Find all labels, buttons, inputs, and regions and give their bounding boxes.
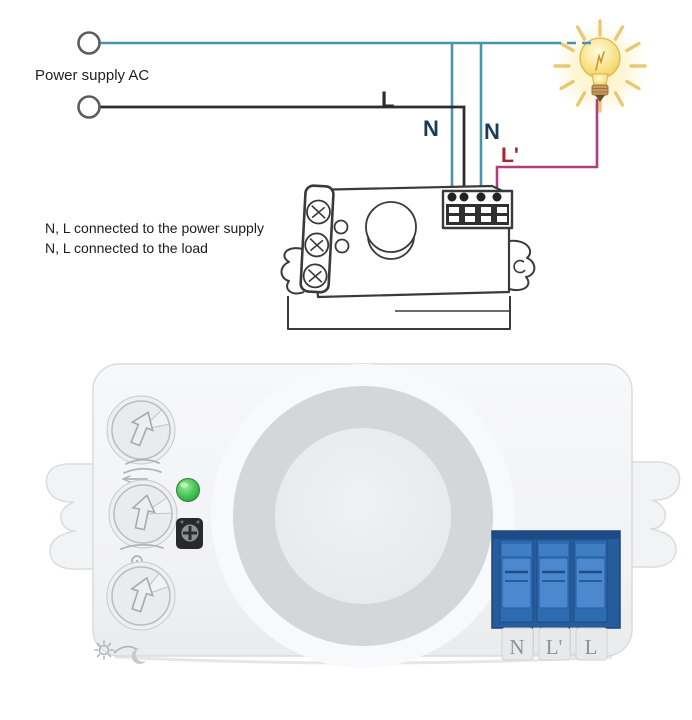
terminal-label-n: N bbox=[509, 635, 524, 659]
terminal-lever-3 bbox=[573, 539, 608, 623]
mounting-ear-right-drawing bbox=[508, 239, 536, 291]
adjustment-dial-3 bbox=[106, 561, 176, 631]
wiring-diagram: Power supply AC L N N L' N, L connected … bbox=[35, 16, 652, 330]
note-line-1: N, L connected to the power supply bbox=[45, 220, 264, 236]
mounting-ear-left bbox=[45, 463, 97, 570]
terminal-lever-1 bbox=[499, 539, 534, 623]
terminal-lever-2 bbox=[536, 539, 571, 623]
wire-label-switched-live: L' bbox=[501, 144, 519, 167]
trimmer-pot-icon bbox=[176, 518, 203, 549]
sensor-device-drawing bbox=[280, 184, 536, 330]
mounting-ear-right bbox=[628, 461, 681, 568]
terminal-block-drawing bbox=[441, 189, 514, 230]
wire-label-neutral-2: N bbox=[484, 119, 500, 144]
neutral-wire bbox=[99, 41, 595, 192]
light-bulb-icon bbox=[548, 16, 652, 120]
terminal-label-l-prime: L' bbox=[546, 635, 563, 659]
wire-label-neutral-1: N bbox=[423, 116, 439, 141]
sensor-dome bbox=[211, 364, 515, 668]
power-terminal-top bbox=[77, 31, 101, 55]
live-wire bbox=[99, 105, 466, 190]
terminal-block: N L' L bbox=[491, 530, 621, 661]
switched-live-wire bbox=[495, 99, 599, 192]
led-indicator bbox=[176, 478, 200, 502]
product-photo: N L' L bbox=[45, 363, 681, 668]
adjustment-dial-1 bbox=[106, 395, 176, 465]
note-line-2: N, L connected to the load bbox=[45, 240, 208, 256]
sensitivity-icon bbox=[122, 458, 162, 483]
power-supply-label: Power supply AC bbox=[35, 67, 149, 84]
wire-label-live: L bbox=[381, 87, 394, 112]
terminal-label-l: L bbox=[585, 635, 598, 659]
lux-icon bbox=[94, 640, 146, 664]
power-terminal-bottom bbox=[77, 95, 101, 119]
adjustment-dial-2 bbox=[108, 479, 178, 549]
mounting-ear-left-drawing bbox=[280, 247, 305, 295]
